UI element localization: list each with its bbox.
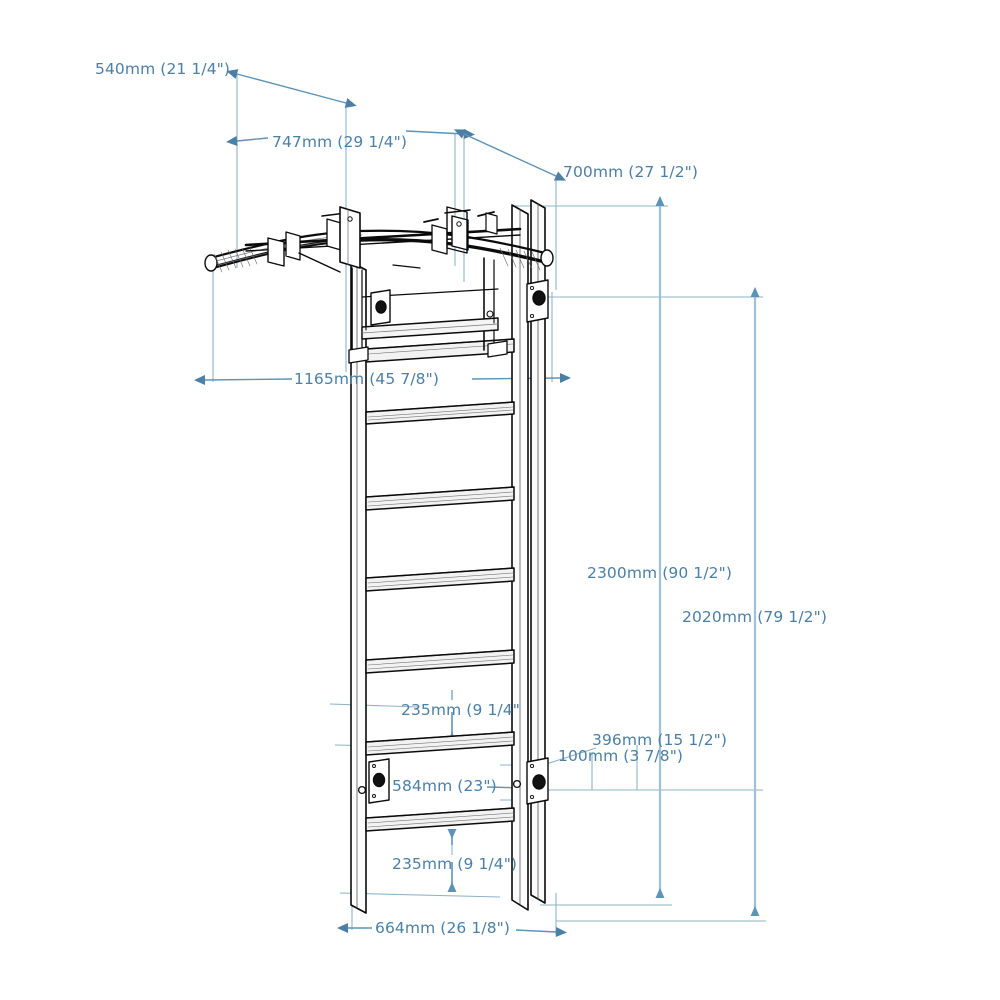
dimension-label-396: 396mm (15 1/2") [592,731,728,749]
dimension-label-235-lower: 235mm (9 1/4") [392,855,518,873]
dimension-label-2300: 2300mm (90 1/2") [587,564,732,582]
pull-up-bar-assembly [204,206,554,364]
wall-mount-bracket-plates [357,279,549,805]
dimension-label-747: 747mm (29 1/4") [272,133,408,151]
dimension-label-540: 540mm (21 1/4") [95,60,231,78]
dimension-label-664: 664mm (26 1/8") [375,919,511,937]
side-rails [350,199,546,914]
ladder-rungs [365,338,515,832]
dimension-lines [194,69,760,937]
dimension-label-700: 700mm (27 1/2") [563,163,699,181]
dimension-label-1165: 1165mm (45 7/8") [294,370,439,388]
dimension-label-584: 584mm (23") [392,777,497,795]
dimension-label-100: 100mm (3 7/8") [558,747,684,765]
dimension-label-2020: 2020mm (79 1/2") [682,608,827,626]
dimension-label-235-upper: 235mm (9 1/4" [401,701,520,719]
